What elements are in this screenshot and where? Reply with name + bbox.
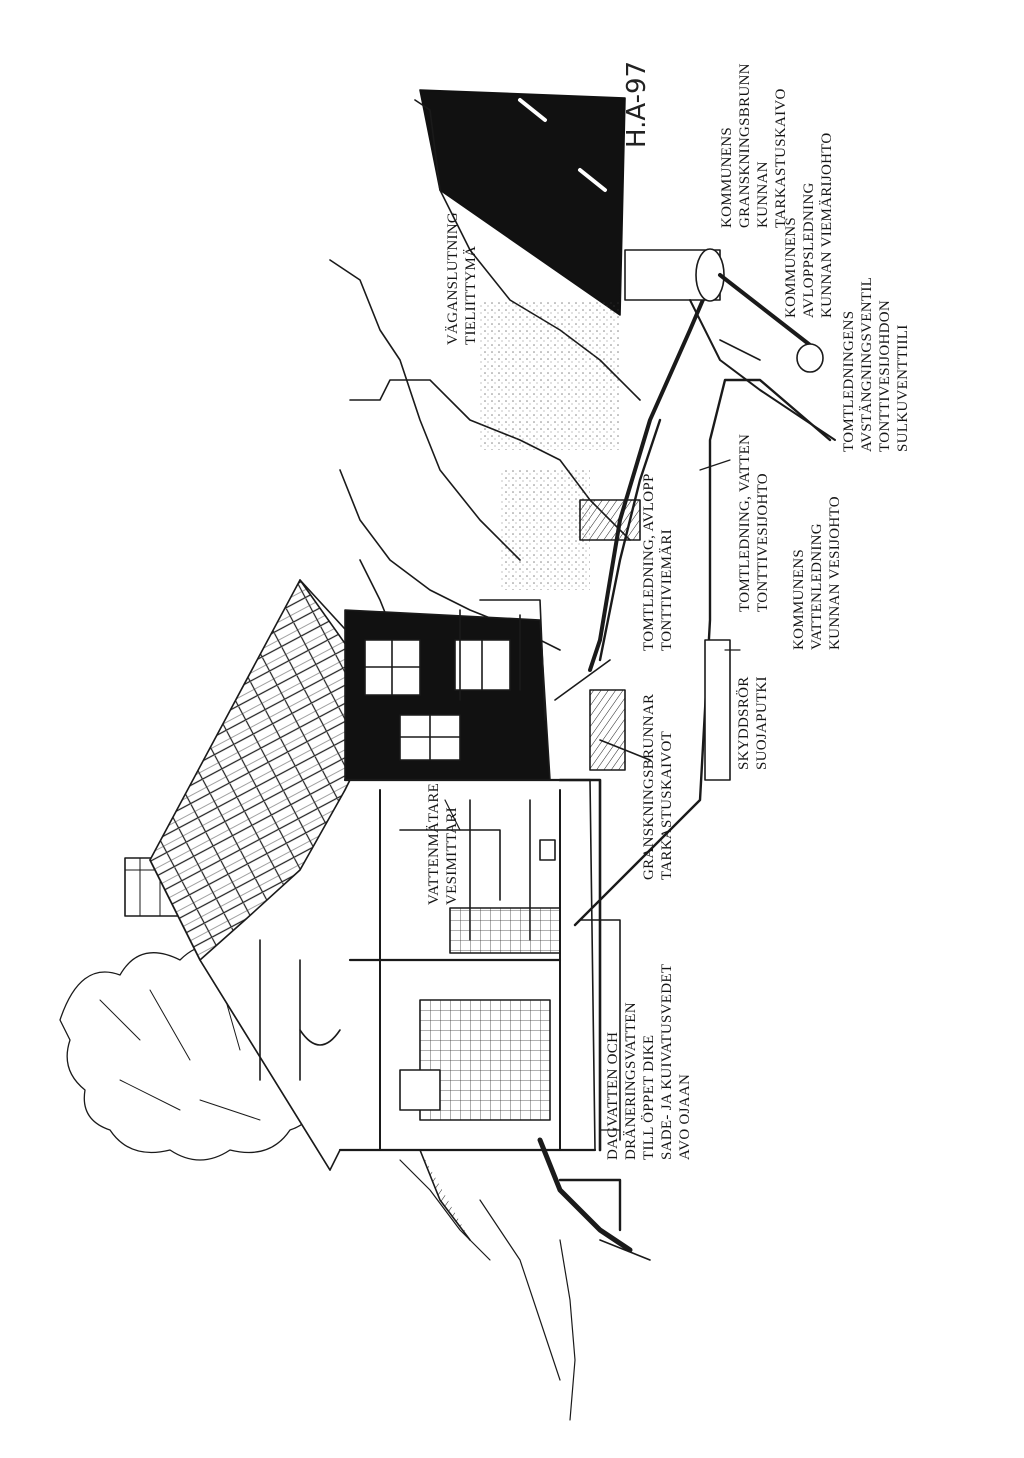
municipal-manhole [624,249,721,301]
label-tomtledning-avlopp: TOMTLEDNING, AVLOPP TONTTIVIEMÄRI [641,473,675,651]
foundation [558,778,602,1152]
ground-slope [329,259,521,561]
ground-bottom [479,1199,576,1421]
pipe-water [573,378,832,927]
label-tomtledningens-ventil: TOMTLEDNINGENS AVSTÄNGNINGSVENTIL TONTTI… [841,276,911,452]
label-kommunens-vattenledning: KOMMUNENS VATTENLEDNING KUNNAN VESIJOHTO [791,496,843,650]
label-granskningsbrunnar: GRANSKNINGSBRUNNAR TARKASTUSKAIVOT [641,693,675,880]
inspection-well [579,499,641,541]
leader-tomtledning [699,459,731,471]
label-tomtledning-vatten: TOMTLEDNING, VATTEN TONTTIVESIJOHTO [737,433,771,612]
drain-pipe [537,1137,633,1253]
label-skyddsror: SKYDDSRÖR SUOJAPUTKI [736,676,770,770]
label-vattenmatare: VATTENMÄTARE VESIMITTARI [426,782,460,905]
pipe-sewer [588,258,722,672]
leader-vattenmatare [444,799,461,831]
label-vaganslutning: VÄGANSLUTNING TIELIITTYMÄ [445,211,479,345]
protective-pipe [704,639,731,781]
label-kommunens-avloppsledning: KOMMUNENS AVLOPPSLEDNING KUNNAN VIEMÄRIJ… [783,132,835,318]
water-meter-cabinet [449,907,561,954]
label-kommunens-granskningsbrunn: KOMMUNENS GRANSKNINGSBRUNN KUNNAN TARKAS… [719,63,789,228]
label-dagvatten: DAGVATTEN OCH DRÄNERINGSVATTEN TILL ÖPPE… [605,963,693,1160]
handwritten-note: H.A-97 [622,60,652,148]
kitchen-tile-wall [419,999,551,1121]
sewer-main-end [796,343,824,373]
